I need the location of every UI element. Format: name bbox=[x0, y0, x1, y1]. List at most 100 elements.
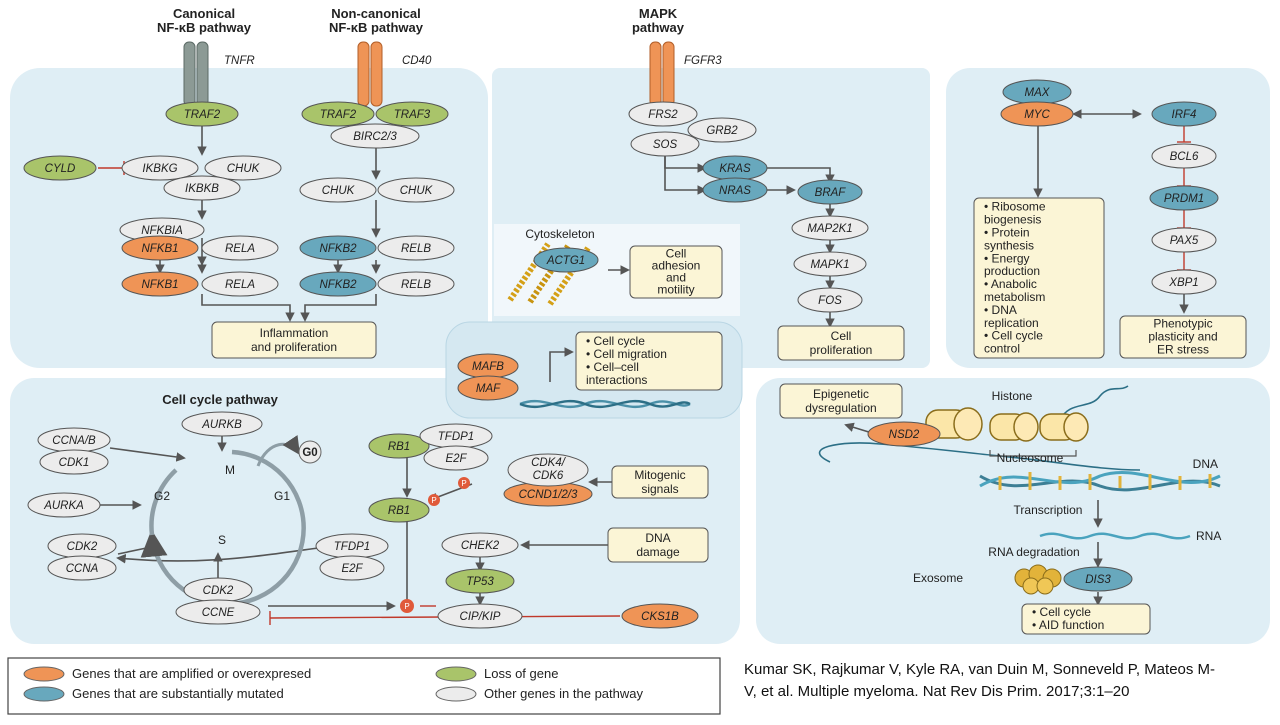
legend-other-label: Other genes in the pathway bbox=[484, 686, 643, 701]
gene-node-myc: MYC bbox=[1000, 101, 1074, 127]
outcome-box-frame bbox=[575, 331, 723, 391]
legend-mutated-label: Genes that are substantially mutated bbox=[72, 686, 284, 701]
gene-node-label: MAPK1 bbox=[811, 259, 850, 271]
outcome-box-line: Epigenetic bbox=[813, 387, 869, 401]
gene-node-shape bbox=[437, 603, 523, 629]
gene-node-shape bbox=[368, 497, 430, 523]
gene-node-shape bbox=[621, 603, 699, 629]
gene-node-shape bbox=[27, 492, 101, 518]
mapk-title-line1: MAPK bbox=[639, 6, 678, 21]
outcome-box-line: • Energy bbox=[984, 251, 1030, 265]
gene-node-label: MAF bbox=[476, 383, 501, 395]
outcome-box-line: biogenesis bbox=[984, 213, 1041, 227]
gene-node-ccne: CCNE bbox=[175, 599, 261, 625]
gene-node-relb-a: RELB bbox=[377, 235, 455, 261]
gene-node-label: MYC bbox=[1024, 109, 1050, 121]
rna-label: RNA bbox=[1196, 529, 1221, 543]
outcome-box-line: • DNA bbox=[984, 303, 1017, 317]
gene-node-shape bbox=[377, 177, 455, 203]
outcome-box-frame bbox=[777, 325, 905, 361]
gene-node-label: TRAF3 bbox=[394, 109, 431, 121]
gene-node-label: PRDM1 bbox=[1164, 193, 1204, 205]
gene-node-shape bbox=[1151, 227, 1217, 253]
citation-line1: Kumar SK, Rajkumar V, Kyle RA, van Duin … bbox=[744, 661, 1215, 678]
gene-node-label: CHUK bbox=[227, 163, 261, 175]
nucleosome-label: Nucleosome bbox=[997, 451, 1064, 465]
g0-label: G0 bbox=[302, 447, 317, 459]
gene-node-label: KRAS bbox=[719, 163, 751, 175]
gene-node-shape bbox=[23, 155, 97, 181]
cd40-label: CD40 bbox=[402, 55, 432, 67]
gene-node-label: NFKB1 bbox=[141, 279, 178, 291]
dna-label: DNA bbox=[1193, 457, 1218, 471]
gene-node-chuk-n1: CHUK bbox=[299, 177, 377, 203]
gene-node-shape bbox=[1151, 101, 1217, 127]
gene-node-nfkbia: NFKBIA bbox=[119, 217, 205, 243]
gene-node-ikbkb: IKBKB bbox=[163, 175, 241, 201]
outcome-box-frame bbox=[1021, 603, 1151, 635]
g2-phase-label: G2 bbox=[154, 489, 170, 503]
outcome-box-frame bbox=[211, 321, 377, 359]
gene-node-shape bbox=[201, 271, 279, 297]
legend-mutated-swatch bbox=[23, 686, 65, 702]
legend-loss-label: Loss of gene bbox=[484, 666, 558, 681]
gene-node-kras: KRAS bbox=[702, 155, 768, 181]
gene-node-irf4: IRF4 bbox=[1151, 101, 1217, 127]
gene-node-braf: BRAF bbox=[797, 179, 863, 205]
gene-node-label: GRB2 bbox=[706, 125, 738, 137]
gene-node-shape bbox=[797, 179, 863, 205]
gene-node-label: RELB bbox=[401, 279, 431, 291]
fgfr3-label: FGFR3 bbox=[684, 55, 722, 67]
legend-amplified-label: Genes that are amplified or overexpresed bbox=[72, 666, 311, 681]
outcome-box-line: interactions bbox=[586, 373, 647, 387]
gene-node-prdm1: PRDM1 bbox=[1149, 185, 1219, 211]
gene-node-label: CDK2 bbox=[203, 585, 234, 597]
gene-node-label: CDK2 bbox=[67, 541, 98, 553]
gene-node-nsd2: NSD2 bbox=[867, 421, 941, 447]
outcome-box-line: and proliferation bbox=[251, 340, 337, 354]
gene-node-label: CKS1B bbox=[641, 611, 679, 623]
gene-node-shape bbox=[375, 101, 449, 127]
outcome-box-line: Mitogenic bbox=[634, 468, 685, 482]
exosome-label: Exosome bbox=[913, 571, 963, 585]
outcome-box-line: metabolism bbox=[984, 290, 1045, 304]
rna-strand-icon bbox=[1039, 532, 1191, 540]
noncanonical-title-line1: Non-canonical bbox=[331, 6, 421, 21]
cytoskeleton-title: Cytoskeleton bbox=[525, 227, 594, 241]
gene-node-label: TRAF2 bbox=[320, 109, 357, 121]
gene-node-label: CCNE bbox=[202, 607, 235, 619]
gene-node-shape bbox=[1063, 566, 1133, 592]
gene-node-tfdp1-b: TFDP1 bbox=[315, 533, 389, 559]
gene-node-aurkb: AURKB bbox=[181, 411, 263, 437]
cell-cycle-title: Cell cycle pathway bbox=[162, 392, 278, 407]
gene-node-e2f-a: E2F bbox=[423, 445, 489, 471]
gene-node-relb-b: RELB bbox=[377, 271, 455, 297]
cell-cycle-ring: G0 M G1 G2 S bbox=[140, 435, 322, 607]
gene-node-bcl6: BCL6 bbox=[1151, 143, 1217, 169]
outcome-box-frame bbox=[607, 527, 709, 563]
gene-node-shape bbox=[1151, 143, 1217, 169]
gene-node-label: CHUK bbox=[322, 185, 356, 197]
outcome-box-line: adhesion bbox=[652, 258, 701, 272]
gene-node-label: SOS bbox=[653, 139, 678, 151]
gene-node-shape bbox=[299, 271, 377, 297]
gene-node-label: TRAF2 bbox=[184, 109, 221, 121]
outcome-box-line: Phenotypic bbox=[1153, 317, 1212, 331]
gene-node-shape bbox=[1000, 101, 1074, 127]
gene-node-shape bbox=[204, 155, 282, 181]
gene-node-shape bbox=[1151, 269, 1217, 295]
gene-node-cdk2-b: CDK2 bbox=[183, 577, 253, 603]
g1-phase-label: G1 bbox=[274, 489, 290, 503]
outcome-box-line: damage bbox=[636, 545, 680, 559]
gene-node-grb2: GRB2 bbox=[687, 117, 757, 143]
gene-node-shape bbox=[423, 445, 489, 471]
gene-node-max: MAX bbox=[1002, 79, 1072, 105]
gene-node-label: IKBKB bbox=[185, 183, 219, 195]
gene-node-shape bbox=[702, 177, 768, 203]
gene-node-shape bbox=[301, 101, 375, 127]
gene-node-shape bbox=[201, 235, 279, 261]
gene-node-traf2-n: TRAF2 bbox=[301, 101, 375, 127]
gene-node-shape bbox=[319, 555, 385, 581]
